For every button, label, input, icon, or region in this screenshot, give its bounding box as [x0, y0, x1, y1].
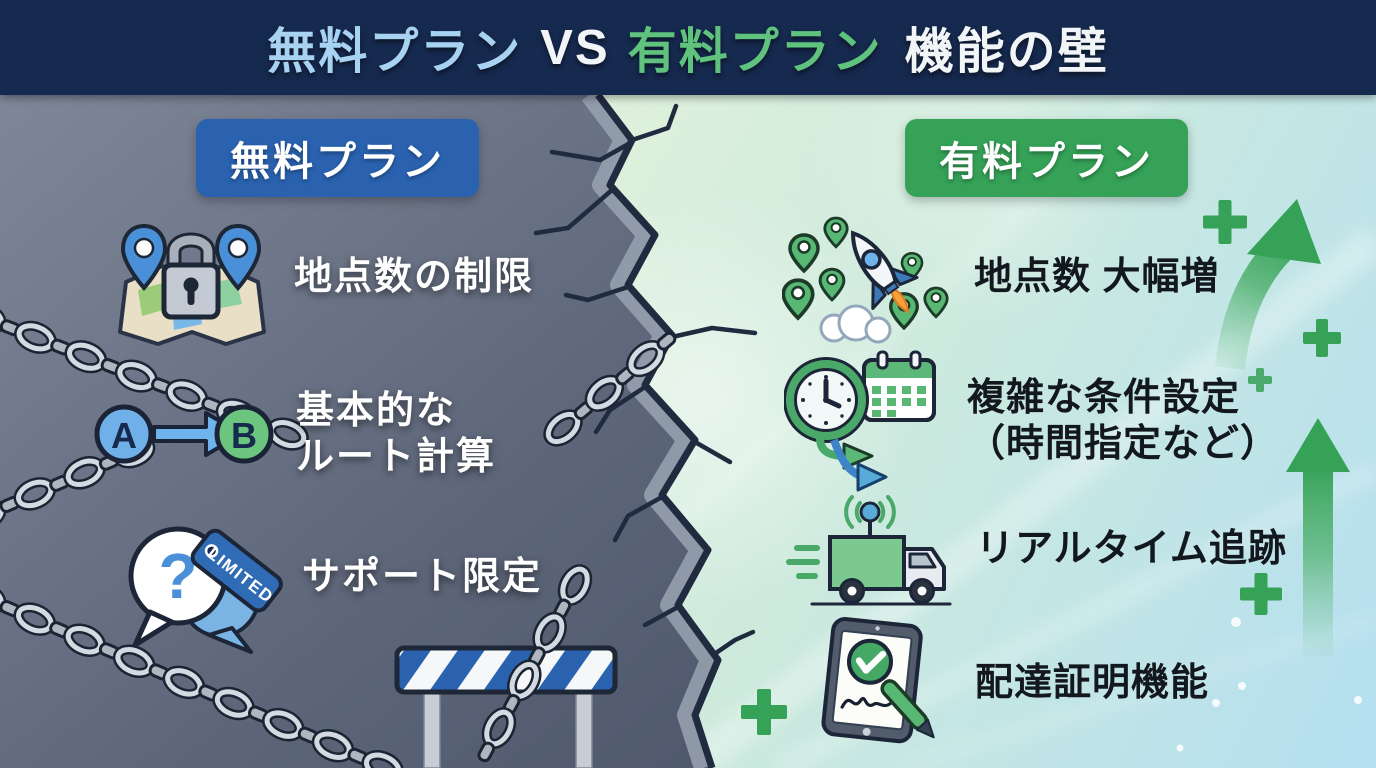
title-vs: VS [540, 20, 610, 75]
padlock-icon [161, 232, 221, 320]
calendar-icon [862, 350, 936, 422]
advanced-conditions-icon [784, 350, 936, 492]
feature-item-free-route: A B 基本的な ルート計算 [92, 388, 496, 481]
feature-label: リアルタイム追跡 [976, 527, 1287, 570]
title-paid-plan: 有料プラン [627, 25, 883, 79]
tablet-icon [821, 617, 923, 744]
feature-item-paid-conditions: 複雑な条件設定 （時間指定など） [784, 346, 1279, 496]
title-suffix: 機能の壁 [904, 25, 1109, 79]
limited-support-icon: ? LIMITED [128, 526, 283, 654]
feature-item-paid-tracking: リアルタイム追跡 [782, 485, 1287, 613]
feature-label: 地点数の制限 [294, 255, 535, 298]
map-pin-icon [120, 223, 168, 292]
feature-item-paid-locations: 地点数 大幅増 [782, 206, 1220, 348]
feature-label: （時間指定など） [967, 423, 1280, 465]
feature-item-paid-proof: 配達証明機能 [796, 616, 1209, 751]
feature-item-free-locations: 地点数の制限 [108, 208, 534, 346]
feature-label: ルート計算 [296, 436, 497, 479]
title-free-plan: 無料プラン [267, 25, 523, 79]
feature-label: サポート限定 [302, 555, 543, 598]
feature-item-free-support: ? LIMITED サポート限定 [110, 498, 542, 656]
feature-label: 配達証明機能 [975, 662, 1210, 705]
speed-lines-icon [786, 545, 820, 579]
basic-route-icon: A B [94, 404, 274, 464]
free-plan-badge: 無料プラン [196, 119, 479, 197]
locked-locations-icon [118, 223, 266, 346]
branching-arrows-icon [816, 437, 888, 492]
route-end-marker: B [231, 415, 257, 456]
route-start-marker: A [111, 415, 137, 456]
title-bar: 無料プラン VS 有料プラン 機能の壁 [0, 0, 1376, 95]
feature-label: 基本的な [296, 390, 457, 432]
feature-label: 地点数 大幅増 [974, 255, 1220, 298]
feature-label: 複雑な条件設定 [967, 376, 1241, 419]
clock-icon [784, 357, 869, 443]
smoke-cloud-icon [819, 304, 892, 344]
proof-of-delivery-icon [821, 617, 935, 744]
realtime-tracking-icon [786, 495, 952, 606]
paid-plan-badge: 有料プラン [905, 119, 1188, 197]
question-mark: ? [158, 540, 197, 612]
map-pin-icon [214, 223, 262, 292]
locations-surge-icon [782, 216, 949, 344]
